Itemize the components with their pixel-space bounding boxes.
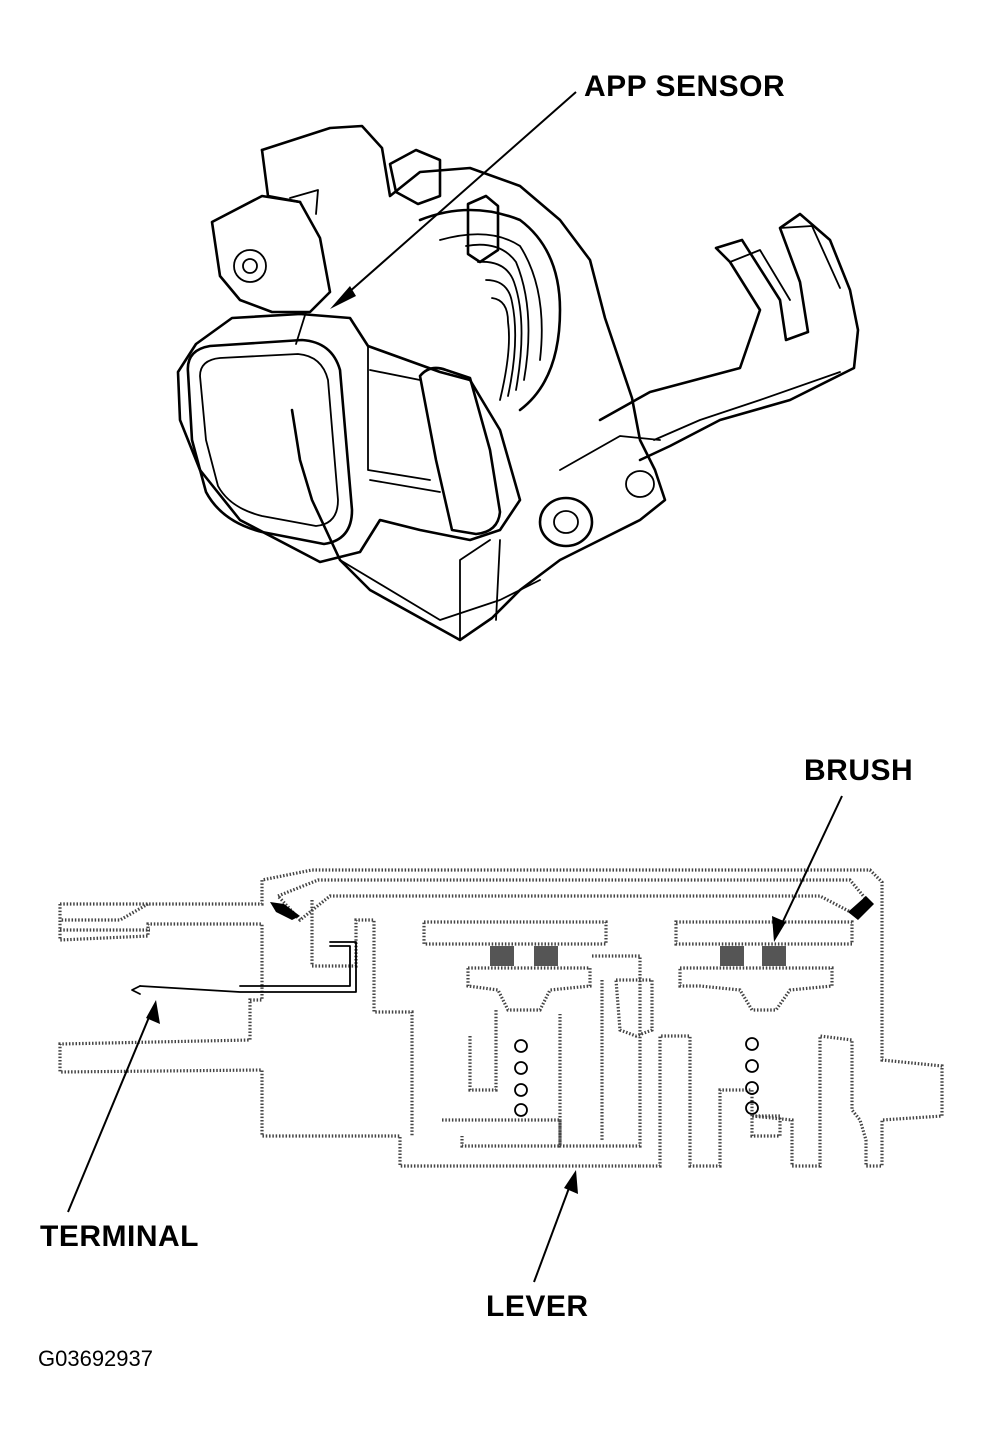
leader-lever	[533, 1170, 578, 1283]
leader-brush	[772, 795, 843, 942]
leader-terminal	[67, 1000, 160, 1213]
app-sensor-assembly	[176, 124, 860, 642]
label-app-sensor: APP SENSOR	[584, 70, 786, 103]
leader-app-sensor	[330, 91, 577, 309]
label-terminal: TERMINAL	[40, 1220, 199, 1253]
label-brush: BRUSH	[804, 754, 914, 787]
label-lever: LEVER	[486, 1290, 589, 1323]
figure-code: G03692937	[38, 1346, 153, 1371]
sensor-cross-section	[58, 868, 944, 1168]
